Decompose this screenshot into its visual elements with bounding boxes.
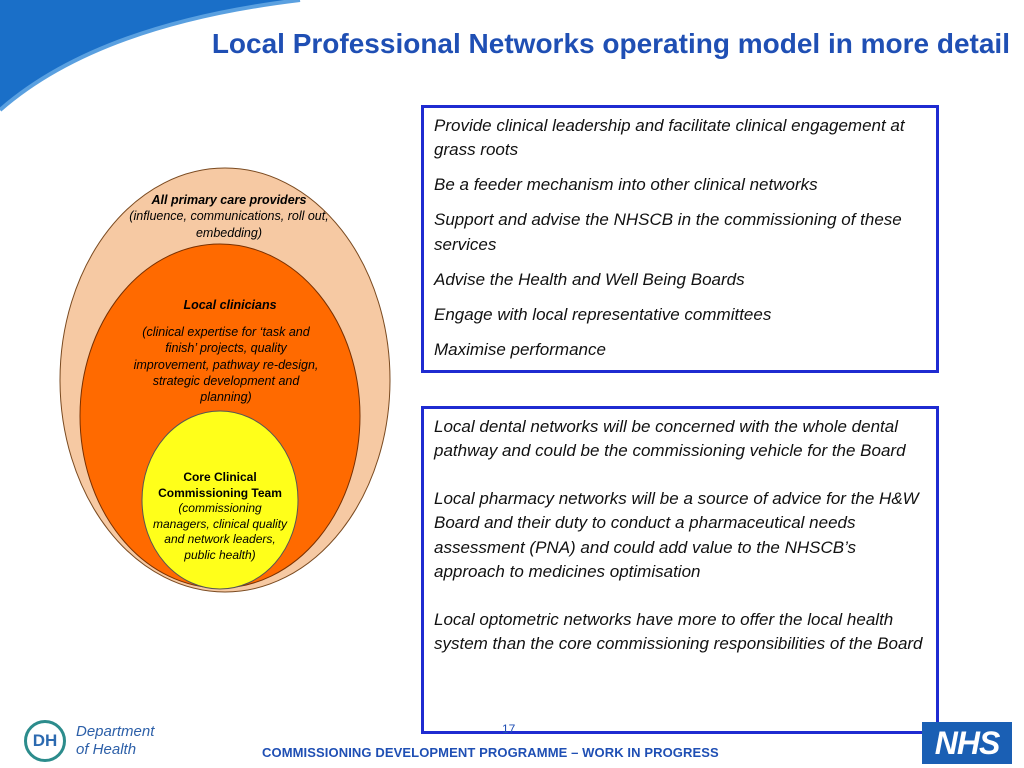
roles-item: Advise the Health and Well Being Boards bbox=[434, 269, 745, 289]
dh-logo-text: Department of Health bbox=[76, 723, 154, 759]
footer-programme-text: COMMISSIONING DEVELOPMENT PROGRAMME – WO… bbox=[262, 745, 719, 760]
department-of-health-logo: DH Department of Health bbox=[24, 720, 174, 764]
outer-ellipse-heading: All primary care providers bbox=[151, 193, 307, 207]
roles-item: Maximise performance bbox=[434, 339, 606, 359]
networks-item-pharmacy: Local pharmacy networks will be a source… bbox=[434, 489, 919, 581]
core-ellipse-label: Core Clinical Commissioning Team (commis… bbox=[150, 470, 290, 564]
middle-ellipse-detail-wrap: (clinical expertise for ‘task and finish… bbox=[126, 324, 326, 405]
roles-item: Support and advise the NHSCB in the comm… bbox=[434, 210, 902, 254]
dh-logo-line2: of Health bbox=[76, 741, 137, 758]
page-title: Local Professional Networks operating mo… bbox=[211, 28, 1010, 59]
networks-item-dental: Local dental networks will be concerned … bbox=[434, 417, 906, 461]
core-ellipse-detail: (commissioning managers, clinical qualit… bbox=[152, 501, 288, 562]
roles-item: Provide clinical leadership and facilita… bbox=[434, 116, 905, 160]
dh-logo-line1: Department bbox=[76, 723, 155, 740]
networks-item-optometric: Local optometric networks have more to o… bbox=[434, 609, 923, 653]
corner-swoosh bbox=[0, 0, 301, 112]
middle-ellipse-heading-wrap: Local clinicians bbox=[130, 297, 330, 313]
core-ellipse-heading: Core Clinical Commissioning Team bbox=[158, 470, 282, 500]
roles-box: Provide clinical leadership and facilita… bbox=[421, 105, 939, 373]
middle-ellipse-detail: (clinical expertise for ‘task and finish… bbox=[133, 325, 319, 404]
middle-ellipse-heading: Local clinicians bbox=[183, 298, 277, 312]
page-number: 17 bbox=[502, 722, 516, 736]
outer-ellipse-detail: (influence, communications, roll out, em… bbox=[129, 209, 329, 240]
nested-ellipse-diagram bbox=[59, 167, 391, 593]
nhs-logo: NHS bbox=[922, 722, 1012, 764]
core-ellipse bbox=[141, 410, 299, 590]
outer-ellipse-label: All primary care providers (influence, c… bbox=[115, 192, 343, 241]
roles-item: Be a feeder mechanism into other clinica… bbox=[434, 175, 818, 195]
roles-item: Engage with local representative committ… bbox=[434, 304, 772, 324]
dh-logo-icon: DH bbox=[24, 720, 66, 762]
networks-box: Local dental networks will be concerned … bbox=[421, 406, 939, 734]
